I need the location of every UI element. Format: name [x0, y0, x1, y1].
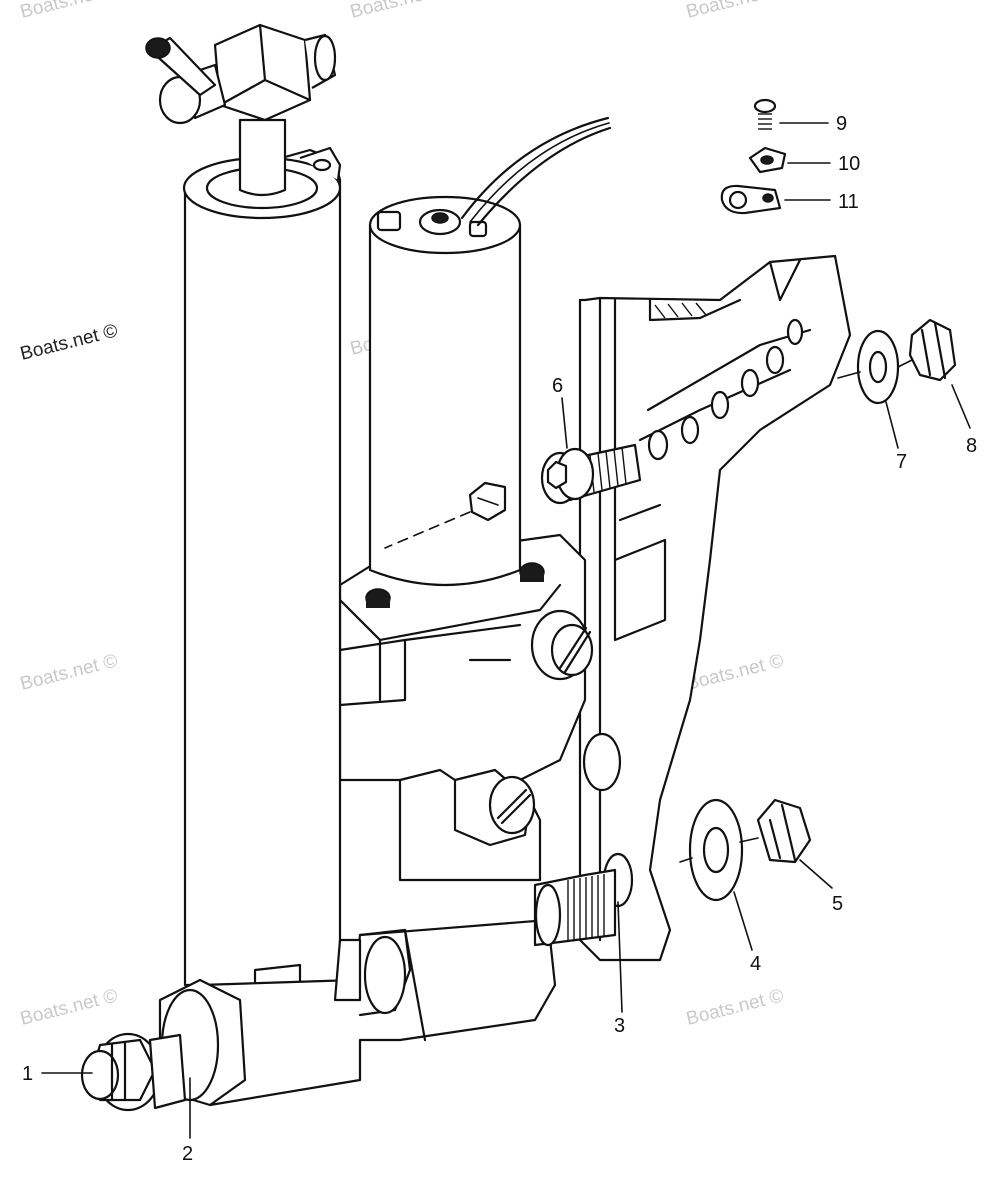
leader-8: [951, 384, 971, 429]
motor: [368, 116, 612, 587]
part-5-nut: [756, 798, 812, 864]
callout-11: 11: [838, 191, 859, 213]
callout-6: 6: [552, 375, 563, 397]
watermark: Boats.net ©: [18, 0, 120, 23]
watermark: Boats.net ©: [18, 985, 120, 1029]
part-1-nut: [80, 1032, 187, 1112]
leader-5: [799, 859, 833, 889]
callout-5: 5: [832, 893, 843, 915]
callout-10: 10: [838, 153, 860, 175]
pump-body: [338, 533, 594, 882]
callout-3: 3: [614, 1015, 625, 1037]
callout-9: 9: [836, 113, 847, 135]
callout-1: 1: [22, 1063, 33, 1085]
part-9-screw: [753, 98, 777, 130]
callouts: 1 2 3 4 5 6 7 8 9 10 11: [22, 113, 977, 1165]
part-7-washer: [856, 329, 900, 405]
callout-8: 8: [966, 435, 977, 457]
leader-lines: [41, 122, 971, 1139]
watermark: Boats.net ©: [18, 320, 120, 364]
leader-7: [885, 401, 899, 449]
part-10-clip: [748, 146, 787, 174]
watermark: Boats.net ©: [18, 650, 120, 694]
callout-7: 7: [896, 451, 907, 473]
trim-cylinder: [145, 23, 342, 1042]
leader-3: [617, 901, 623, 1013]
leader-6: [561, 397, 568, 449]
callout-2: 2: [182, 1143, 193, 1165]
part-8-nut: [908, 318, 957, 382]
watermark: Boats.net ©: [684, 985, 786, 1029]
callout-4: 4: [750, 953, 761, 975]
watermark: Boats.net ©: [684, 650, 786, 694]
transom-bracket: [578, 254, 852, 962]
part-6-bolt: [540, 443, 642, 505]
watermark: Boats.net ©: [348, 0, 450, 23]
part-11-cable-clamp: [720, 184, 782, 215]
watermark: Boats.net ©: [684, 0, 786, 23]
leader-4: [733, 891, 753, 951]
part-4-washer: [688, 798, 744, 902]
